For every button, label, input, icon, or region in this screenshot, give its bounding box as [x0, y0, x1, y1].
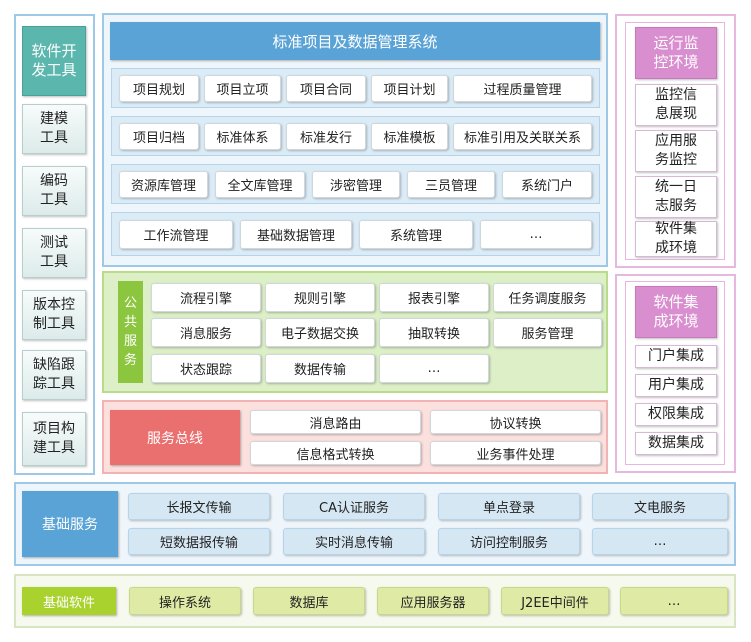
service-task-scheduling: 任务调度服务	[493, 283, 602, 312]
module-standard-reference: 标准引用及关联关系	[453, 123, 592, 150]
service-report-engine: 报表引擎	[379, 283, 489, 312]
module-three-admin: 三员管理	[407, 171, 495, 198]
service-more: …	[379, 354, 489, 383]
service-bus-label: 服务总线	[110, 410, 240, 465]
module-system-portal: 系统门户	[502, 171, 592, 198]
module-standard-system: 标准体系	[204, 123, 281, 150]
bus-message-routing: 消息路由	[250, 410, 421, 434]
system-title: 标准项目及数据管理系统	[110, 22, 600, 60]
module-resource-library: 资源库管理	[119, 171, 208, 198]
service-extract-transform: 抽取转换	[379, 318, 489, 347]
module-classified-management: 涉密管理	[312, 171, 400, 198]
module-basic-data: 基础数据管理	[240, 220, 352, 249]
basic-short-datagram: 短数据报传输	[128, 528, 270, 555]
basic-service-label: 基础服务	[22, 491, 118, 557]
basic-service-more: …	[592, 528, 728, 555]
module-project-contract: 项目合同	[286, 75, 366, 102]
basic-telegram: 文电服务	[592, 493, 728, 520]
tool-project-build: 项目构 建工具	[22, 412, 86, 466]
software-os: 操作系统	[129, 587, 241, 615]
software-more: …	[620, 587, 728, 615]
public-service-label: 公 共 服 务	[118, 281, 143, 383]
basic-realtime-message: 实时消息传输	[283, 528, 425, 555]
service-process-engine: 流程引擎	[151, 283, 261, 312]
basic-long-message: 长报文传输	[128, 493, 270, 520]
integration-title: 软件集 成环境	[635, 286, 717, 338]
module-more: …	[480, 220, 592, 249]
service-status-tracking: 状态跟踪	[151, 354, 261, 383]
integration-inner	[625, 281, 725, 465]
module-project-approval: 项目立项	[204, 75, 281, 102]
tool-version-control: 版本控 制工具	[22, 290, 86, 340]
module-workflow: 工作流管理	[119, 220, 233, 249]
monitoring-title: 运行监 控环境	[635, 27, 717, 79]
software-database: 数据库	[253, 587, 365, 615]
basic-ca-auth: CA认证服务	[283, 493, 425, 520]
integration-data: 数据集成	[635, 432, 717, 455]
module-project-archive: 项目归档	[119, 123, 199, 150]
service-data-transfer: 数据传输	[265, 354, 375, 383]
basic-sso: 单点登录	[438, 493, 580, 520]
monitoring-inner	[625, 22, 725, 260]
service-message: 消息服务	[151, 318, 261, 347]
bus-format-conversion: 信息格式转换	[250, 441, 421, 465]
service-edi: 电子数据交换	[265, 318, 375, 347]
tool-modeling: 建模 工具	[22, 104, 86, 154]
monitor-unified-log: 统一日 志服务	[635, 176, 717, 218]
integration-user: 用户集成	[635, 374, 717, 397]
service-rule-engine: 规则引擎	[265, 283, 375, 312]
bus-event-processing: 业务事件处理	[430, 441, 601, 465]
module-standard-template: 标准模板	[371, 123, 448, 150]
module-system-management: 系统管理	[359, 220, 473, 249]
monitor-info-display: 监控信 息展现	[635, 84, 717, 126]
module-fulltext-library: 全文库管理	[215, 171, 305, 198]
basic-software-label: 基础软件	[22, 587, 116, 615]
basic-access-control: 访问控制服务	[438, 528, 580, 555]
module-project-plan: 项目计划	[371, 75, 448, 102]
software-j2ee-middleware: J2EE中间件	[501, 587, 609, 615]
monitor-app-service: 应用服 务监控	[635, 130, 717, 172]
dev-tools-title: 软件开 发工具	[22, 26, 86, 96]
integration-portal: 门户集成	[635, 345, 717, 368]
module-quality-management: 过程质量管理	[453, 75, 592, 102]
integration-permission: 权限集成	[635, 403, 717, 426]
bus-protocol-conversion: 协议转换	[430, 410, 601, 434]
module-project-planning: 项目规划	[119, 75, 199, 102]
module-standard-release: 标准发行	[286, 123, 366, 150]
service-management: 服务管理	[493, 318, 602, 347]
tool-testing: 测试 工具	[22, 228, 86, 278]
software-app-server: 应用服务器	[377, 587, 489, 615]
monitor-integration-env: 软件集 成环境	[635, 221, 717, 257]
tool-coding: 编码 工具	[22, 166, 86, 216]
tool-defect-tracking: 缺陷跟 踪工具	[22, 350, 86, 400]
